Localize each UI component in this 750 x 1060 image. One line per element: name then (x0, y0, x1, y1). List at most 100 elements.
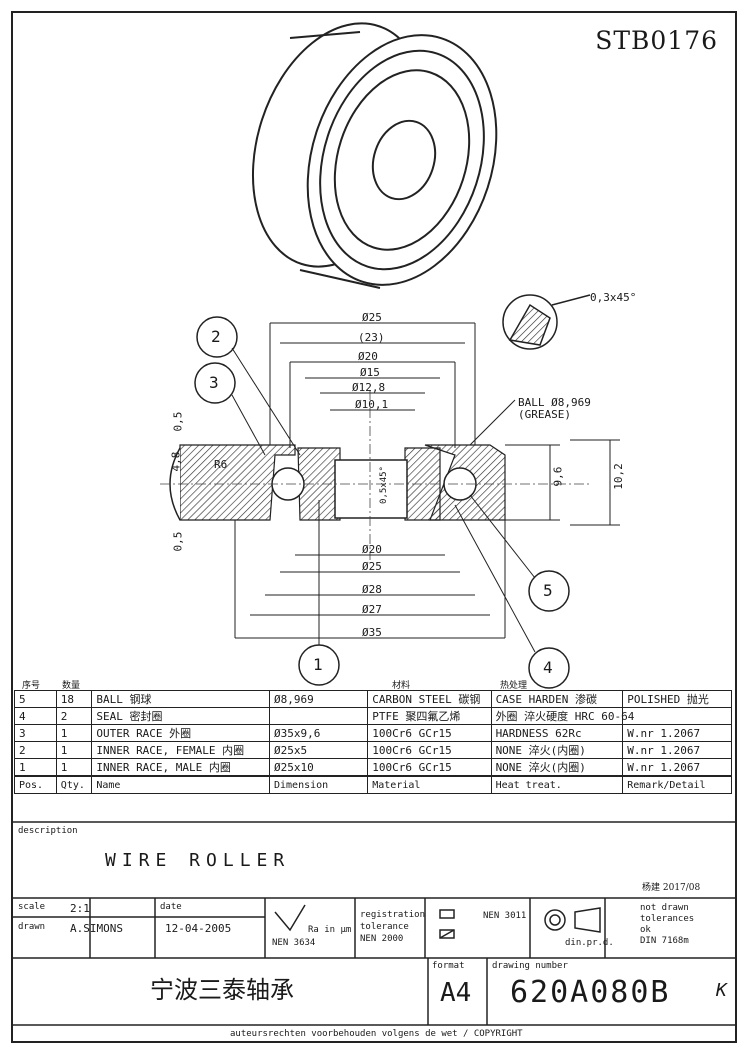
balloon-3: 3 (209, 373, 219, 392)
drawn-value: A.SIMONS (70, 922, 123, 935)
cn-header-heat: 热处理 (500, 681, 528, 691)
registration-3: NEN 2000 (360, 934, 404, 944)
title-block-lines (12, 821, 736, 1026)
drawing-number-suffix: K (716, 980, 727, 1001)
cell-pos: 5 (14, 690, 57, 708)
dim-bottom-4: Ø35 (362, 626, 382, 639)
cell-heat: NONE 淬火(内圈) (490, 741, 624, 759)
cell-pos: 1 (14, 758, 57, 777)
dim-bottom-3: Ø27 (362, 603, 382, 616)
dim-top-2: Ø20 (358, 350, 378, 363)
registration-2: tolerance (360, 922, 409, 932)
dim-top-5: Ø10,1 (355, 398, 389, 411)
not-drawn-2: tolerances (640, 914, 695, 924)
dim-side-h2: 4,8 (169, 451, 183, 472)
dim-bottom-2: Ø28 (362, 583, 382, 596)
cell-name: INNER RACE, MALE 内圈 (91, 758, 270, 777)
cell-dim (268, 707, 369, 725)
dim-top-1: (23) (358, 331, 385, 344)
dim-top-3: Ø15 (360, 366, 380, 379)
cn-header-material: 材料 (392, 681, 411, 691)
cell-material: PTFE 聚四氟乙烯 (367, 707, 492, 725)
balloons (194, 316, 570, 689)
dim-side-h1: 0,5 (171, 411, 185, 432)
cn-header-qty: 数量 (62, 681, 81, 691)
cell-heat: CASE HARDEN 渗碳 (490, 690, 624, 708)
cell-qty: 18 (55, 690, 93, 708)
cell-remark (622, 707, 732, 725)
cell-name: INNER RACE, FEMALE 内圈 (91, 741, 270, 759)
dim-top-0: Ø25 (362, 311, 382, 324)
cn-header-pos: 序号 (22, 681, 41, 691)
ball-callout-2: (GREASE) (518, 408, 571, 421)
drawing-title: WIRE ROLLER (105, 850, 291, 871)
cell-remark: W.nr 1.2067 (622, 741, 732, 759)
cell-name: OUTER RACE 外圈 (91, 724, 270, 742)
cell-remark: POLISHED 抛光 (622, 690, 732, 708)
cell-dim: Ø25x10 (268, 758, 369, 777)
top-dimension-lines (269, 322, 476, 448)
dim-chamfer: 0,5x45° (378, 466, 389, 504)
not-drawn-1: not drawn (640, 903, 689, 913)
format-label: format (432, 961, 465, 971)
cell-dim: Ø25x5 (268, 741, 369, 759)
scale-value: 2:1 (70, 902, 90, 915)
format-value: A4 (440, 978, 472, 1008)
cell-heat: 外圈 淬火硬度 HRC 60-64 (490, 707, 634, 725)
balloon-2: 2 (211, 327, 221, 346)
cell-heat: Heat treat. (490, 775, 624, 794)
signature-note: 杨建 2017/08 (642, 883, 701, 893)
cell-material: 100Cr6 GCr15 (367, 724, 492, 742)
sheet-border (11, 11, 737, 1043)
cell-pos: 2 (14, 741, 57, 759)
cell-pos: 3 (14, 724, 57, 742)
cell-name: BALL 钢球 (91, 690, 270, 708)
cell-dim: Ø35x9,6 (268, 724, 369, 742)
cell-pos: 4 (14, 707, 57, 725)
leader-lines (231, 347, 536, 653)
method-note: din.pr.d. (565, 938, 614, 948)
scale-label: scale (18, 902, 46, 912)
cell-material: 100Cr6 GCr15 (367, 758, 492, 777)
cell-name: SEAL 密封圈 (91, 707, 270, 725)
cell-remark: W.nr 1.2067 (622, 758, 732, 777)
balloon-1: 1 (313, 655, 323, 674)
cell-dim: Dimension (268, 775, 369, 794)
cell-qty: 1 (55, 758, 93, 777)
projection-note: NEN 3011 (483, 911, 527, 921)
roller-isometric-view (251, 22, 498, 289)
copyright: auteursrechten voorbehouden volgens de w… (230, 1029, 523, 1039)
not-drawn-3: ok (640, 925, 651, 935)
chamfer-detail (502, 294, 591, 350)
cell-qty: Qty. (55, 775, 93, 794)
cell-heat: HARDNESS 62Rc (490, 724, 624, 742)
cell-material: Material (367, 775, 492, 794)
cell-remark: Remark/Detail (622, 775, 732, 794)
registration-1: registration (360, 910, 426, 920)
cell-dim: Ø8,969 (268, 690, 369, 708)
surface-note-2: NEN 3634 (272, 938, 316, 948)
balloon-4: 4 (543, 658, 553, 677)
number-label: drawing number (492, 961, 568, 971)
ball-callout-1: BALL Ø8,969 (518, 396, 591, 409)
surface-note-1: Ra in μm (308, 925, 352, 935)
cell-qty: 1 (55, 741, 93, 759)
not-drawn-4: DIN 7168m (640, 936, 689, 946)
dim-bottom-0: Ø20 (362, 543, 382, 556)
dim-bottom-1: Ø25 (362, 560, 382, 573)
cell-material: CARBON STEEL 碳钢 (367, 690, 492, 708)
company-name: 宁波三泰轴承 (150, 976, 294, 1004)
cell-name: Name (91, 775, 270, 794)
cell-remark: W.nr 1.2067 (622, 724, 732, 742)
cell-material: 100Cr6 GCr15 (367, 741, 492, 759)
drawing-number: 620A080B (510, 975, 671, 1010)
